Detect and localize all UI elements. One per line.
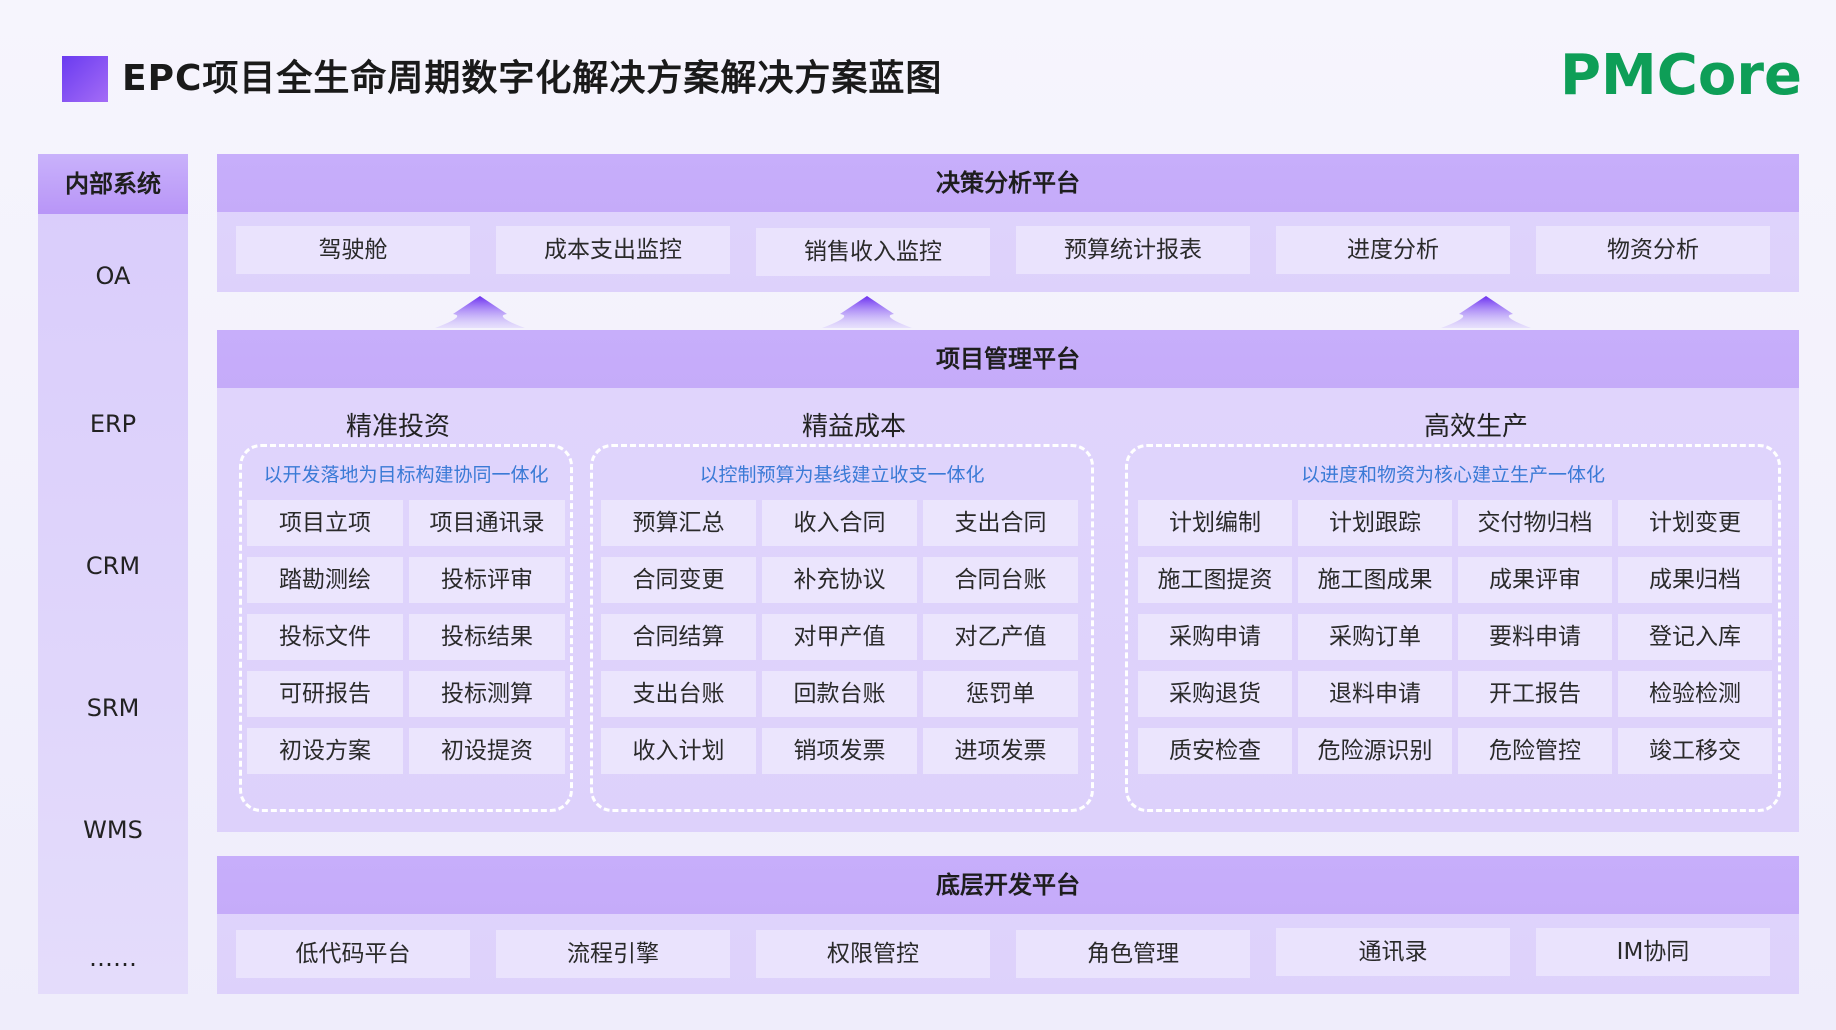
module-cell: 合同结算: [601, 614, 756, 660]
module-cell: 支出台账: [601, 671, 756, 717]
project-platform: 项目管理平台 精准投资 以开发落地为目标构建协同一体化 项目立项 项目通讯录 踏…: [217, 330, 1799, 832]
section-box-cost: [590, 444, 1094, 812]
module-cell: 惩罚单: [923, 671, 1078, 717]
decision-item: 销售收入监控: [756, 228, 990, 276]
internal-systems-panel: 内部系统 OA ERP CRM SRM WMS ……: [38, 154, 188, 994]
system-item-wms: WMS: [83, 816, 143, 844]
module-cell: 合同变更: [601, 557, 756, 603]
section-box-investment: [239, 444, 573, 812]
module-cell: 合同台账: [923, 557, 1078, 603]
module-cell: 进项发票: [923, 728, 1078, 774]
module-cell: 支出合同: [923, 500, 1078, 546]
page-title: EPC项目全生命周期数字化解决方案解决方案蓝图: [122, 58, 943, 99]
system-item-crm: CRM: [85, 552, 141, 580]
module-cell: 销项发票: [762, 728, 917, 774]
section-box-production: [1125, 444, 1781, 812]
module-cell: 回款台账: [762, 671, 917, 717]
module-cell: 采购订单: [1298, 614, 1452, 660]
module-cell: 开工报告: [1458, 671, 1612, 717]
base-item: 低代码平台: [236, 930, 470, 978]
base-item: 通讯录: [1276, 928, 1510, 976]
base-item: IM协同: [1536, 928, 1770, 976]
module-cell: 计划编制: [1138, 500, 1292, 546]
title-accent-square: [62, 56, 108, 102]
section-title-cost: 精益成本: [802, 412, 907, 442]
module-cell: 计划变更: [1618, 500, 1772, 546]
module-cell: 施工图提资: [1138, 557, 1292, 603]
module-cell: 收入计划: [601, 728, 756, 774]
decision-platform-title: 决策分析平台: [217, 154, 1799, 212]
module-cell: 采购申请: [1138, 614, 1292, 660]
section-title-investment: 精准投资: [346, 412, 451, 442]
module-cell: 采购退货: [1138, 671, 1292, 717]
section-title-production: 高效生产: [1424, 412, 1529, 442]
module-cell: 退料申请: [1298, 671, 1452, 717]
logo-text: PMCore: [1560, 43, 1800, 104]
module-cell: 危险源识别: [1298, 728, 1452, 774]
base-platform: 底层开发平台 低代码平台 流程引擎 权限管控 角色管理 通讯录 IM协同: [217, 856, 1799, 994]
section-slogan-investment: 以开发落地为目标构建协同一体化: [263, 464, 549, 486]
up-arrow-icon: [822, 296, 912, 328]
base-item: 权限管控: [756, 930, 990, 978]
module-cell: 成果评审: [1458, 557, 1612, 603]
module-cell: 初设方案: [247, 728, 403, 774]
internal-systems-title: 内部系统: [38, 154, 188, 214]
module-cell: 补充协议: [762, 557, 917, 603]
module-cell: 初设提资: [409, 728, 565, 774]
module-cell: 竣工移交: [1618, 728, 1772, 774]
module-cell: 踏勘测绘: [247, 557, 403, 603]
decision-item: 成本支出监控: [496, 226, 730, 274]
decision-item: 物资分析: [1536, 226, 1770, 274]
decision-platform: 决策分析平台 驾驶舱 成本支出监控 销售收入监控 预算统计报表 进度分析 物资分…: [217, 154, 1799, 292]
decision-item: 预算统计报表: [1016, 226, 1250, 274]
up-arrow-icon: [1441, 296, 1531, 328]
system-item-erp: ERP: [89, 410, 137, 438]
section-slogan-production: 以进度和物资为核心建立生产一体化: [1300, 464, 1605, 486]
pmcore-logo: PMCore: [1560, 43, 1800, 104]
module-cell: 项目通讯录: [409, 500, 565, 546]
module-cell: 质安检查: [1138, 728, 1292, 774]
project-platform-title: 项目管理平台: [217, 330, 1799, 388]
module-cell: 危险管控: [1458, 728, 1612, 774]
base-platform-title: 底层开发平台: [217, 856, 1799, 914]
system-item-oa: OA: [95, 262, 131, 290]
decision-item: 进度分析: [1276, 226, 1510, 274]
system-item-more: ……: [89, 944, 137, 972]
module-cell: 投标测算: [409, 671, 565, 717]
module-cell: 投标文件: [247, 614, 403, 660]
base-item: 角色管理: [1016, 930, 1250, 978]
module-cell: 收入合同: [762, 500, 917, 546]
module-cell: 投标结果: [409, 614, 565, 660]
module-cell: 检验检测: [1618, 671, 1772, 717]
system-item-srm: SRM: [86, 694, 140, 722]
module-cell: 预算汇总: [601, 500, 756, 546]
module-cell: 施工图成果: [1298, 557, 1452, 603]
module-cell: 对乙产值: [923, 614, 1078, 660]
base-item: 流程引擎: [496, 930, 730, 978]
module-cell: 对甲产值: [762, 614, 917, 660]
module-cell: 登记入库: [1618, 614, 1772, 660]
decision-item: 驾驶舱: [236, 226, 470, 274]
module-cell: 投标评审: [409, 557, 565, 603]
module-cell: 可研报告: [247, 671, 403, 717]
module-cell: 项目立项: [247, 500, 403, 546]
module-cell: 要料申请: [1458, 614, 1612, 660]
module-cell: 计划跟踪: [1298, 500, 1452, 546]
module-cell: 交付物归档: [1458, 500, 1612, 546]
module-cell: 成果归档: [1618, 557, 1772, 603]
section-slogan-cost: 以控制预算为基线建立收支一体化: [699, 464, 985, 486]
up-arrow-icon: [435, 296, 525, 328]
